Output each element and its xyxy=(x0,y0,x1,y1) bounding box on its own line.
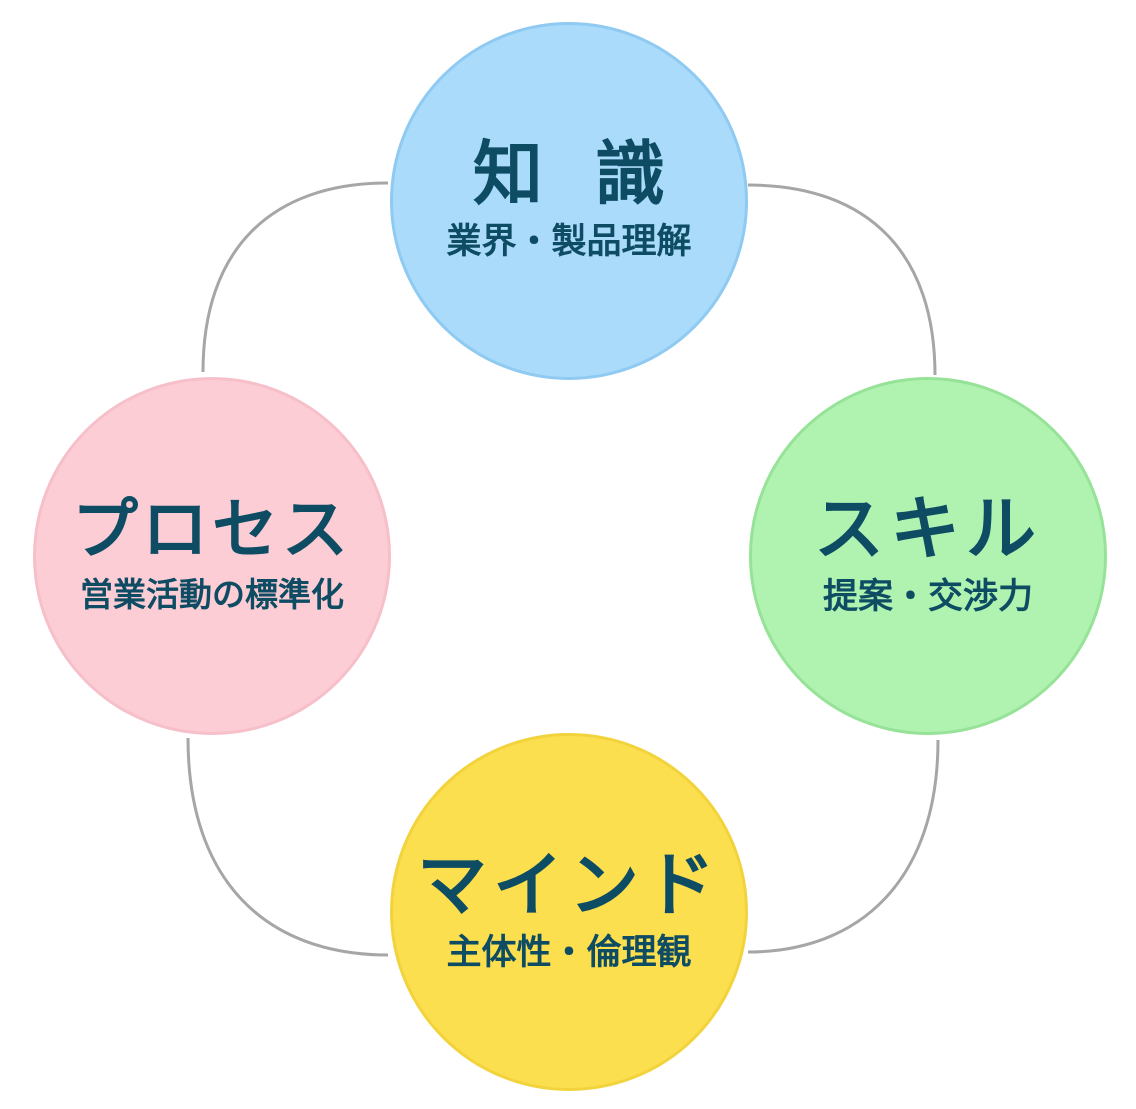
connector-knowledge-skill xyxy=(747,183,937,376)
mind-circle: マインド 主体性・倫理観 xyxy=(390,733,748,1091)
connector-skill-mind xyxy=(747,739,940,954)
mind-title: マインド xyxy=(417,844,721,926)
mind-subtitle: 主体性・倫理観 xyxy=(446,933,692,973)
connector-process-knowledge xyxy=(201,181,389,373)
process-title: プロセス xyxy=(72,491,352,569)
knowledge-title: 知 識 xyxy=(472,133,680,215)
process-subtitle: 営業活動の標準化 xyxy=(80,575,344,615)
knowledge-circle: 知 識 業界・製品理解 xyxy=(390,22,748,380)
skill-title: スキル xyxy=(814,488,1042,570)
connector-mind-process xyxy=(186,737,389,957)
process-circle: プロセス 営業活動の標準化 xyxy=(33,377,391,735)
skill-subtitle: 提案・交渉力 xyxy=(822,577,1033,617)
skill-circle: スキル 提案・交渉力 xyxy=(749,377,1107,735)
knowledge-subtitle: 業界・製品理解 xyxy=(446,222,692,262)
